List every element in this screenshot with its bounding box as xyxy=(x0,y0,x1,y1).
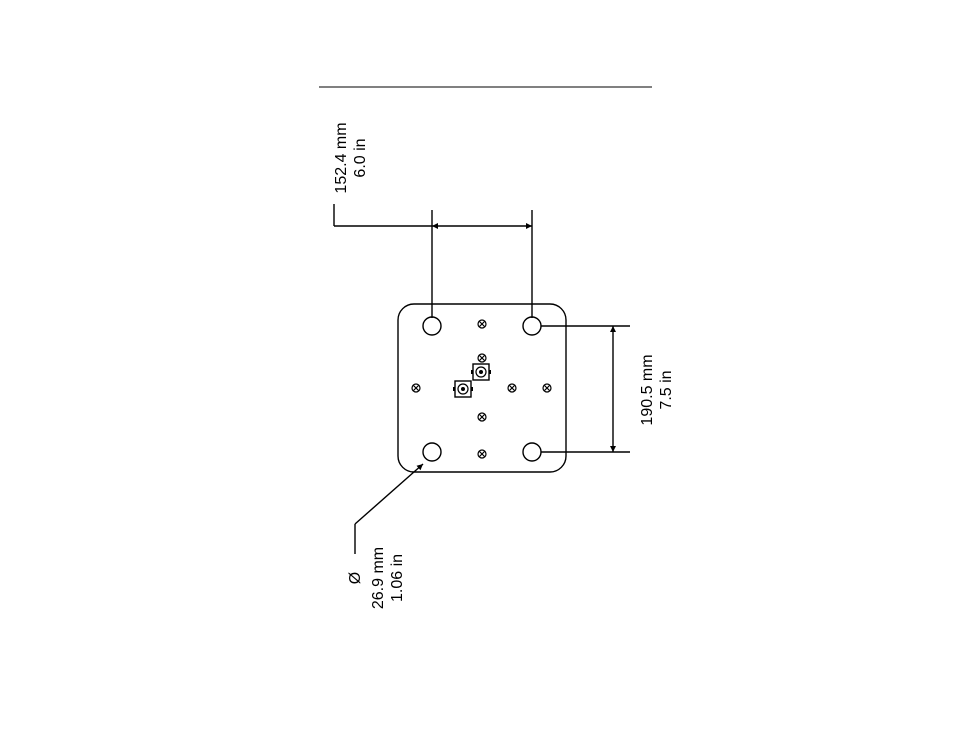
width-label-imperial: 6.0 in xyxy=(352,138,369,177)
height-label-imperial: 7.5 in xyxy=(658,370,675,409)
screw-icon xyxy=(543,384,551,392)
mounting-hole-bottom-right xyxy=(523,443,541,461)
screw-group xyxy=(412,320,551,458)
screw-icon xyxy=(412,384,420,392)
hole-diameter-symbol: Ø xyxy=(347,572,364,584)
connector-icon xyxy=(471,364,491,380)
screw-icon xyxy=(478,450,486,458)
mounting-hole-top-right xyxy=(523,317,541,335)
hole-diameter-leader xyxy=(355,464,423,554)
width-label-metric: 152.4 mm xyxy=(333,122,350,193)
connector-icon xyxy=(453,381,473,397)
screw-icon xyxy=(478,354,486,362)
hole-leader-diagonal xyxy=(355,464,423,524)
screw-icon xyxy=(478,320,486,328)
height-label-metric: 190.5 mm xyxy=(639,354,656,425)
width-dimension xyxy=(334,204,532,318)
mounting-hole-top-left xyxy=(423,317,441,335)
hole-label-metric: 26.9 mm xyxy=(370,547,387,609)
screw-icon xyxy=(478,413,486,421)
height-dimension xyxy=(541,326,630,452)
hole-label-imperial: 1.06 in xyxy=(389,554,406,602)
screw-icon xyxy=(508,384,516,392)
mounting-hole-bottom-left xyxy=(423,443,441,461)
